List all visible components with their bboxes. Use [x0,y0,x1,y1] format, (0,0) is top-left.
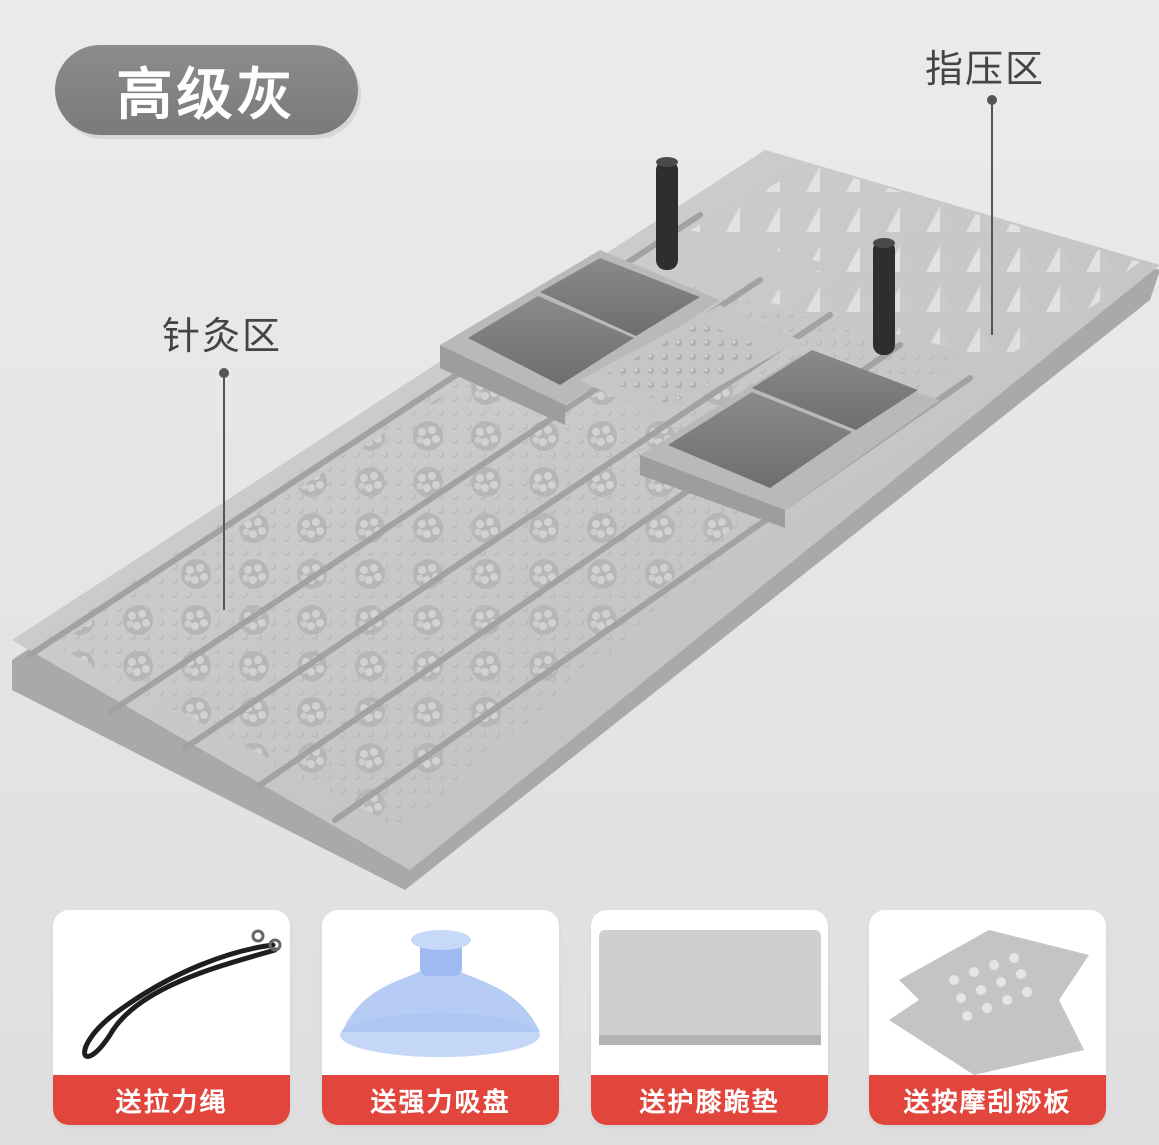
massage-scraper-icon [889,930,1089,1075]
gift-label: 送强力吸盘 [322,1075,559,1125]
gift-card-massage-scraper: 送按摩刮痧板 [869,910,1106,1125]
acupressure-zone-label: 指压区 [925,47,1046,91]
elastic-rope-icon [82,929,282,1059]
acupuncture-zone-label: 针灸区 [162,314,283,358]
suction-cup-icon [340,930,540,1057]
gift-label: 送护膝跪垫 [591,1075,828,1125]
knee-pad-icon [599,930,821,1045]
gift-card-knee-pad: 送护膝跪垫 [591,910,828,1125]
gift-card-suction-cup: 送强力吸盘 [322,910,559,1125]
gift-card-elastic-rope: 送拉力绳 [53,910,290,1125]
gift-label: 送按摩刮痧板 [869,1075,1106,1125]
massage-board-image [12,95,1159,890]
gift-label: 送拉力绳 [53,1075,290,1125]
color-badge: 高级灰 [55,45,358,135]
